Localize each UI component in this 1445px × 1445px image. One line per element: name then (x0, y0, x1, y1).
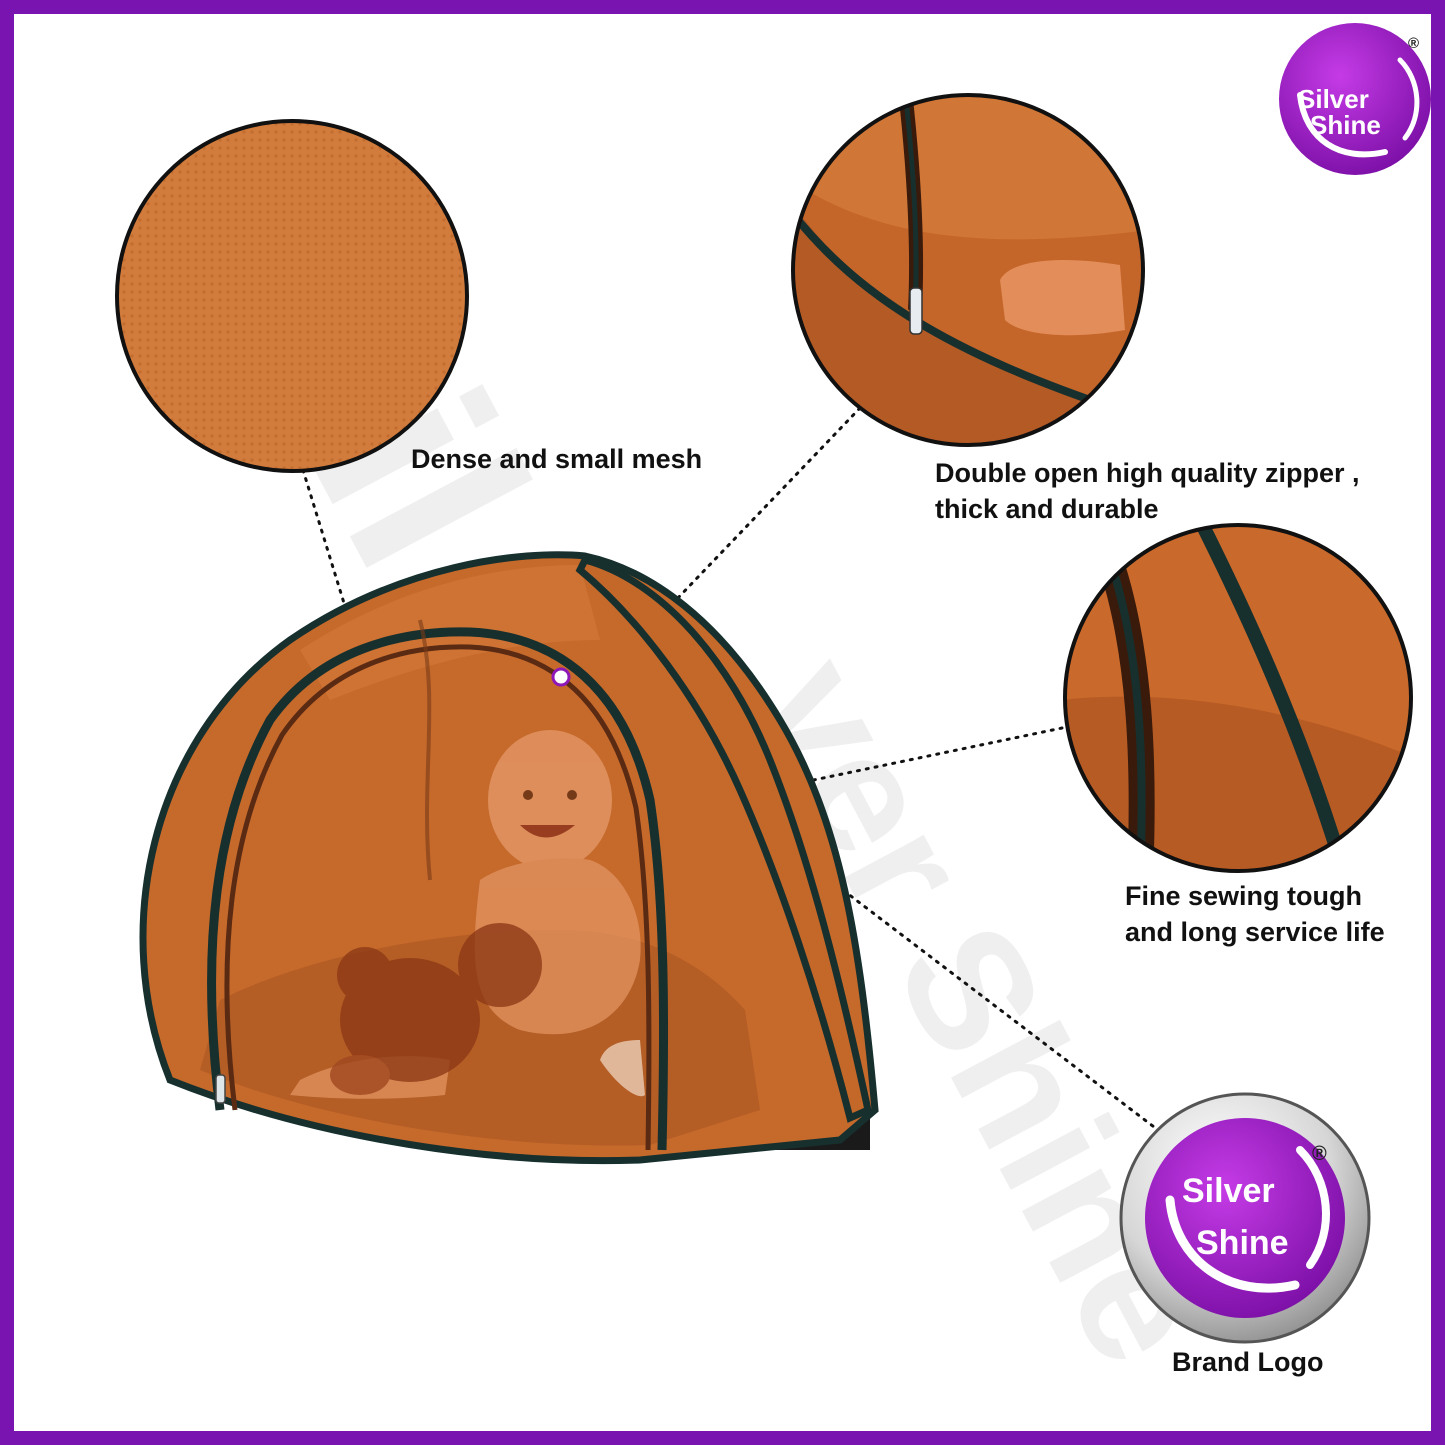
brand-logo-line2: Shine (1196, 1224, 1289, 1262)
callout-logo-label: Brand Logo (1172, 1347, 1324, 1377)
callout-zipper-line1: Double open high quality zipper , (935, 458, 1360, 488)
callout-mesh-label: Dense and small mesh (411, 444, 703, 474)
seam-detail-circle (1063, 523, 1413, 873)
corner-logo-registered: ® (1408, 35, 1419, 52)
brand-logo-registered: ® (1312, 1143, 1327, 1165)
brand-logo-line1: Silver (1182, 1172, 1275, 1210)
callout-seam-line2: and long service life (1125, 917, 1385, 947)
mesh-detail-circle (115, 119, 469, 473)
brand-logo-badge-icon: Silver Shine ® (1119, 1092, 1371, 1344)
callout-zipper-line2: thick and durable (935, 494, 1159, 524)
zipper-pull-icon (215, 1074, 226, 1104)
corner-logo-line2: Shine (1310, 110, 1381, 140)
teddy-bear-illustration (330, 923, 542, 1095)
callout-seam-label: Fine sewing tough and long service life (1125, 878, 1385, 950)
corner-logo-line1: Silver (1298, 84, 1369, 114)
baby-hand-illustration (1000, 260, 1125, 336)
zipper-slider-icon (909, 287, 923, 335)
callout-zipper-label: Double open high quality zipper , thick … (935, 455, 1360, 527)
corner-logo-badge-icon: Silver Shine ® (1279, 23, 1431, 175)
tent-logo-tag-icon (551, 667, 571, 687)
callout-seam-line1: Fine sewing tough (1125, 881, 1362, 911)
zipper-detail-circle (791, 93, 1145, 447)
tent-image (139, 551, 879, 1165)
